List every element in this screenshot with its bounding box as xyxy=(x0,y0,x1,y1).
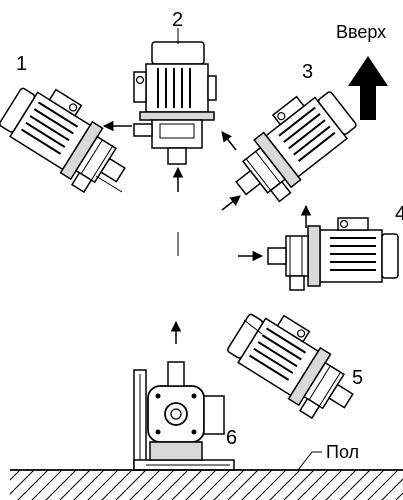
position-label-4: 4 xyxy=(395,203,403,225)
axis-line-5 xyxy=(243,319,263,335)
position-label-3: 3 xyxy=(302,61,313,83)
position-label-5: 5 xyxy=(352,367,363,389)
pump-position-3 xyxy=(216,77,366,216)
floor xyxy=(10,469,403,500)
axis-line-1 xyxy=(95,175,123,193)
position-label-2: 2 xyxy=(172,9,183,31)
up-direction-arrow xyxy=(348,56,388,120)
pump-position-1 xyxy=(0,72,142,205)
floor-label: Пол xyxy=(326,442,359,462)
pump-position-6 xyxy=(147,361,225,461)
pump-position-4 xyxy=(267,217,399,291)
pump-position-5 xyxy=(219,298,370,431)
flow-arrow-3-in xyxy=(221,195,241,211)
up-label: Вверх xyxy=(336,22,386,42)
pump-position-2 xyxy=(133,41,217,165)
floor-leader-line xyxy=(297,451,322,471)
flow-arrow-3-out xyxy=(221,131,237,151)
position-label-1: 1 xyxy=(16,53,27,75)
position-label-6: 6 xyxy=(226,427,237,449)
